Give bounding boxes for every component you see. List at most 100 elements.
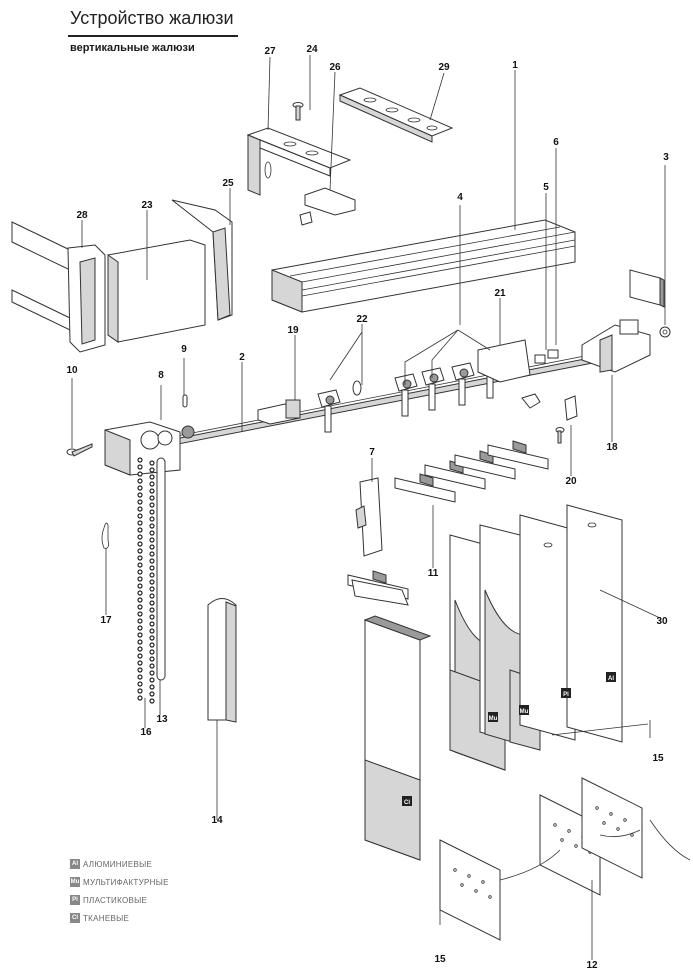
leader-lines [71,55,666,960]
chain-bead [149,649,155,655]
chain-bead [137,660,143,666]
carrier-gear [459,368,469,378]
chain-bead [149,635,155,641]
carrier-gear [402,379,412,389]
legend-badge: Mu [70,877,80,887]
weight-hole [553,823,557,827]
slat-holder [424,464,486,490]
part-clip-6 [534,349,559,364]
chain-bead [149,593,155,599]
chain-bead [149,481,155,487]
chain-bead [137,562,143,568]
chain-bead [149,544,155,550]
chain-bead [137,569,143,575]
chain-bead [149,684,155,690]
svg-text:Pl: Pl [563,692,569,698]
chain-bead [149,614,155,620]
part-end-cap-18 [581,319,651,373]
leader-line [329,71,336,191]
chain-bead [149,621,155,627]
material-mark-mu-a: Mu [488,712,498,722]
chain-bead [149,607,155,613]
part-headrail [271,219,576,313]
holder-clip [419,473,434,487]
chain-bead [137,583,143,589]
slat-holder [454,454,516,480]
chain-bead [137,485,143,491]
legend-badge: Cl [70,913,80,923]
leader-line [404,329,459,385]
chain-bead [137,534,143,540]
callout-23: 23 [141,200,153,211]
part-valance [107,239,206,343]
part-wand [156,457,166,681]
callout-15: 15 [652,753,664,764]
weight-hole [460,883,464,887]
chain-bead [149,698,155,704]
chain-bead [137,597,143,603]
chain-bead [137,520,143,526]
callout-12: 12 [586,960,598,971]
svg-text:Mu: Mu [489,716,498,722]
weight-hole [623,818,627,822]
carrier-21 [477,339,531,383]
chain-bead [137,555,143,561]
weight-plate [581,777,643,879]
legend-label: ПЛАСТИКОВЫЕ [83,895,148,905]
chain-bead [137,541,143,547]
chain-bead [137,457,143,463]
part-carriers [317,339,531,433]
callout-28: 28 [76,210,88,221]
chain-bead [149,656,155,662]
callout-6: 6 [553,137,559,148]
callout-2: 2 [239,352,245,363]
leader-line [431,329,459,378]
weight-hole [595,806,599,810]
part-hook [101,522,109,549]
chain-bead [137,499,143,505]
callout-8: 8 [158,370,164,381]
legend-item-plastic: Pl ПЛАСТИКОВЫЕ [70,891,169,909]
chain-bead [149,670,155,676]
chain-bead [149,572,155,578]
callout-7: 7 [369,447,375,458]
chain-bead [149,565,155,571]
callout-18: 18 [606,442,618,453]
weight-hole [574,844,578,848]
callout-27: 27 [264,46,276,57]
slat-aluminium [566,504,623,743]
page-subtitle: вертикальные жалюзи [70,42,195,54]
weight-hole [467,874,471,878]
slat-plastic [519,514,576,741]
weight-hole [609,812,613,816]
leader-line [429,72,445,121]
chain-bead [149,509,155,515]
weight-hole [602,821,606,825]
legend-item-fabric: Cl ТКАНЕВЫЕ [70,909,169,927]
carrier-gear [325,395,335,405]
weight-hole [616,827,620,831]
legend-item-multi: Mu МУЛЬТИФАКТУРНЫЕ [70,873,169,891]
chain-bead [149,523,155,529]
weight-hole [488,895,492,899]
legend: Al АЛЮМИНИЕВЫЕ Mu МУЛЬТИФАКТУРНЫЕ Pl ПЛА… [70,855,169,927]
part-pin [182,394,188,408]
weight-plate [439,839,501,941]
chain-bead [149,628,155,634]
part-bead-chain [137,457,155,704]
part-screw-24 [292,102,304,121]
part-gear-19 [257,399,301,425]
chain-bead [137,611,143,617]
legend-badge: Al [70,859,80,869]
weight-hole [560,838,564,842]
callout-16: 16 [140,727,152,738]
material-mark-cl: Cl [402,796,412,806]
material-mark-al: Al [606,672,616,682]
chain-bead [137,681,143,687]
leader-line [551,723,649,736]
chain-bead [149,467,155,473]
chain-bead [149,691,155,697]
callout-11: 11 [428,568,439,579]
chain-bead [137,478,143,484]
